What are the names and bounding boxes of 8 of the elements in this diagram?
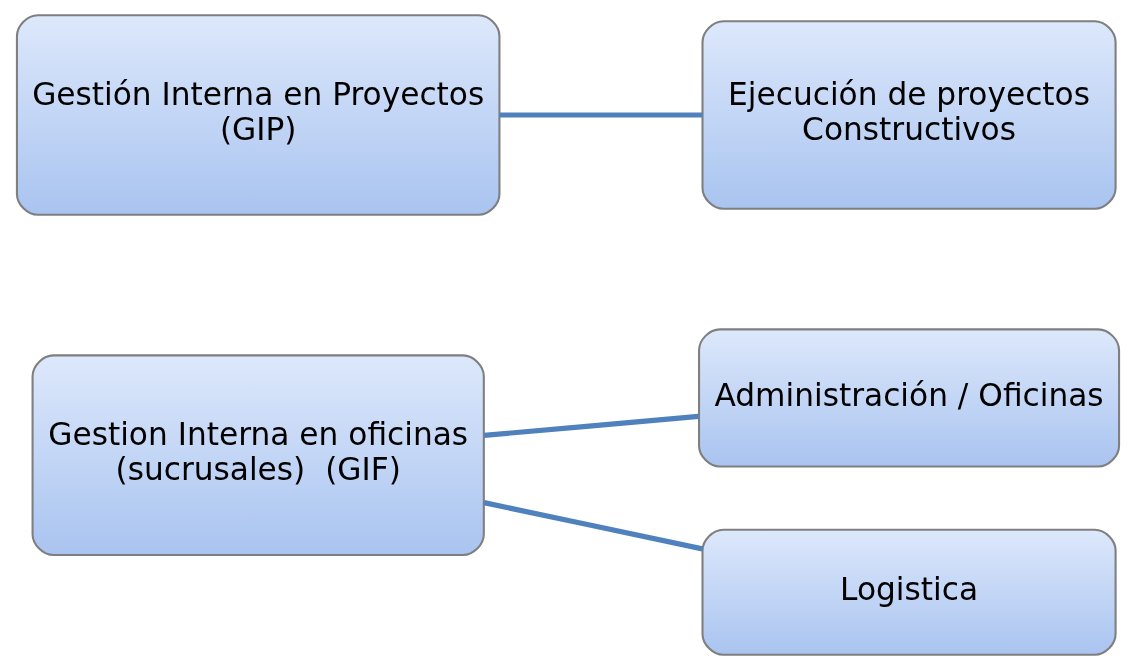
connector bbox=[483, 413, 699, 438]
node-box: Gestion Interna en oficinas (sucrusales) (GIF) bbox=[31, 354, 485, 557]
node-box: Gestión Interna en Proyectos (GIP) bbox=[15, 14, 500, 216]
node-box: Administración / Oficinas bbox=[697, 328, 1120, 468]
node-box: Logistica bbox=[700, 528, 1117, 656]
connector bbox=[499, 112, 702, 118]
node-box: Ejecución de proyectos Constructivos bbox=[700, 20, 1117, 210]
connector bbox=[483, 500, 703, 552]
